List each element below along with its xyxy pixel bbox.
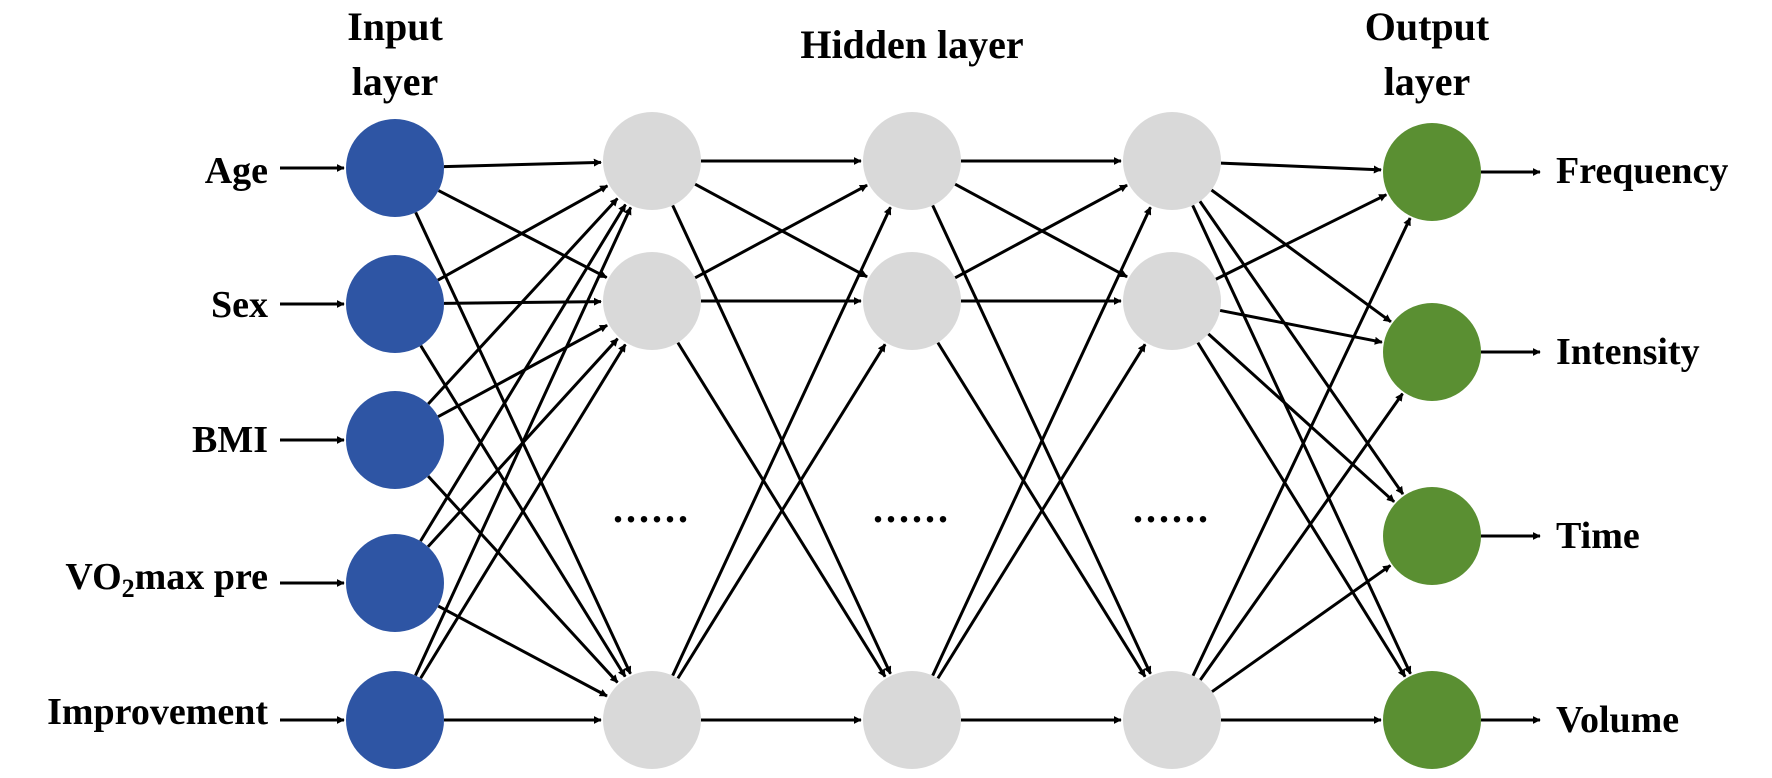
hidden-node-3-1 — [1123, 252, 1221, 350]
network-nodes — [346, 112, 1481, 769]
input-hidden1-edge-3-0 — [419, 203, 627, 542]
input-layer-header-line2: layer — [352, 59, 439, 104]
hidden-node-3-2 — [1123, 671, 1221, 769]
hidden-ellipsis-2: ...... — [873, 486, 951, 531]
hidden3-output-edge-1-3 — [1196, 341, 1407, 678]
hidden3-output-edge-0-2 — [1198, 200, 1405, 495]
input-label-bmi: BMI — [192, 419, 268, 461]
input-label-improvement: Improvement — [47, 691, 268, 733]
input-node-1 — [346, 255, 444, 353]
hidden3-output-edge-1-2 — [1207, 332, 1396, 503]
vo2-subscript: 2 — [122, 574, 135, 603]
hidden3-output-edge-2-0 — [1191, 217, 1412, 677]
output-label-intensity: Intensity — [1556, 331, 1700, 373]
input-layer-header-line1: Input — [347, 4, 443, 49]
hidden-node-2-1 — [863, 252, 961, 350]
input-node-2 — [346, 391, 444, 489]
output-node-1 — [1383, 303, 1481, 401]
hidden2-hidden3-edge-2-0 — [931, 206, 1152, 677]
output-layer-header-line2: layer — [1384, 59, 1471, 104]
input-label-vo2max-pre: VO2max pre — [65, 556, 268, 603]
hidden2-hidden3-edge-2-1 — [936, 343, 1147, 680]
input-layer: Age Sex BMI VO2max pre Improvement — [47, 150, 268, 733]
input-node-0 — [346, 119, 444, 217]
hidden3-output-edge-2-2 — [1211, 564, 1392, 693]
input-label-sex: Sex — [211, 284, 268, 326]
output-labels: Frequency Intensity Time Volume — [1556, 150, 1728, 741]
input-node-3 — [346, 534, 444, 632]
vo2-suffix: max pre — [135, 556, 268, 598]
input-hidden1-edge-4-0 — [414, 206, 633, 677]
hidden-node-2-0 — [863, 112, 961, 210]
input-hidden1-edge-0-0 — [443, 158, 602, 169]
output-label-volume: Volume — [1556, 699, 1679, 741]
output-node-2 — [1383, 487, 1481, 585]
hidden-ellipsis-1: ...... — [613, 486, 691, 531]
input-hidden1-edge-1-0 — [437, 184, 609, 282]
connection-edges — [280, 157, 1541, 724]
hidden-node-1-0 — [603, 112, 701, 210]
output-layer-header-line1: Output — [1365, 4, 1490, 49]
hidden-node-3-0 — [1123, 112, 1221, 210]
hidden-node-1-2 — [603, 671, 701, 769]
input-hidden1-edge-3-2 — [437, 604, 608, 698]
hidden3-output-edge-0-1 — [1210, 188, 1392, 324]
input-label-age: Age — [205, 150, 268, 192]
output-label-time: Time — [1556, 515, 1640, 557]
hidden2-hidden3-edge-1-0 — [954, 183, 1128, 280]
hidden-node-2-2 — [863, 671, 961, 769]
output-node-0 — [1383, 123, 1481, 221]
hidden-layer-header: Hidden layer — [800, 22, 1023, 67]
hidden3-output-edge-2-1 — [1199, 392, 1404, 681]
hidden3-output-edge-1-0 — [1215, 193, 1388, 281]
hidden-ellipsis-3: ...... — [1133, 486, 1211, 531]
hidden1-hidden2-edge-2-0 — [671, 206, 892, 677]
hidden1-hidden2-edge-2-1 — [676, 343, 887, 680]
hidden-node-1-1 — [603, 252, 701, 350]
input-hidden1-edge-2-0 — [427, 197, 619, 405]
output-label-frequency: Frequency — [1556, 150, 1728, 192]
hidden3-output-edge-0-0 — [1220, 161, 1382, 174]
output-node-3 — [1383, 671, 1481, 769]
input-node-4 — [346, 671, 444, 769]
vo2-prefix: VO — [65, 556, 121, 598]
hidden1-hidden2-edge-1-0 — [694, 183, 868, 280]
input-hidden1-edge-4-1 — [419, 343, 627, 680]
hidden3-output-edge-0-3 — [1191, 204, 1412, 675]
